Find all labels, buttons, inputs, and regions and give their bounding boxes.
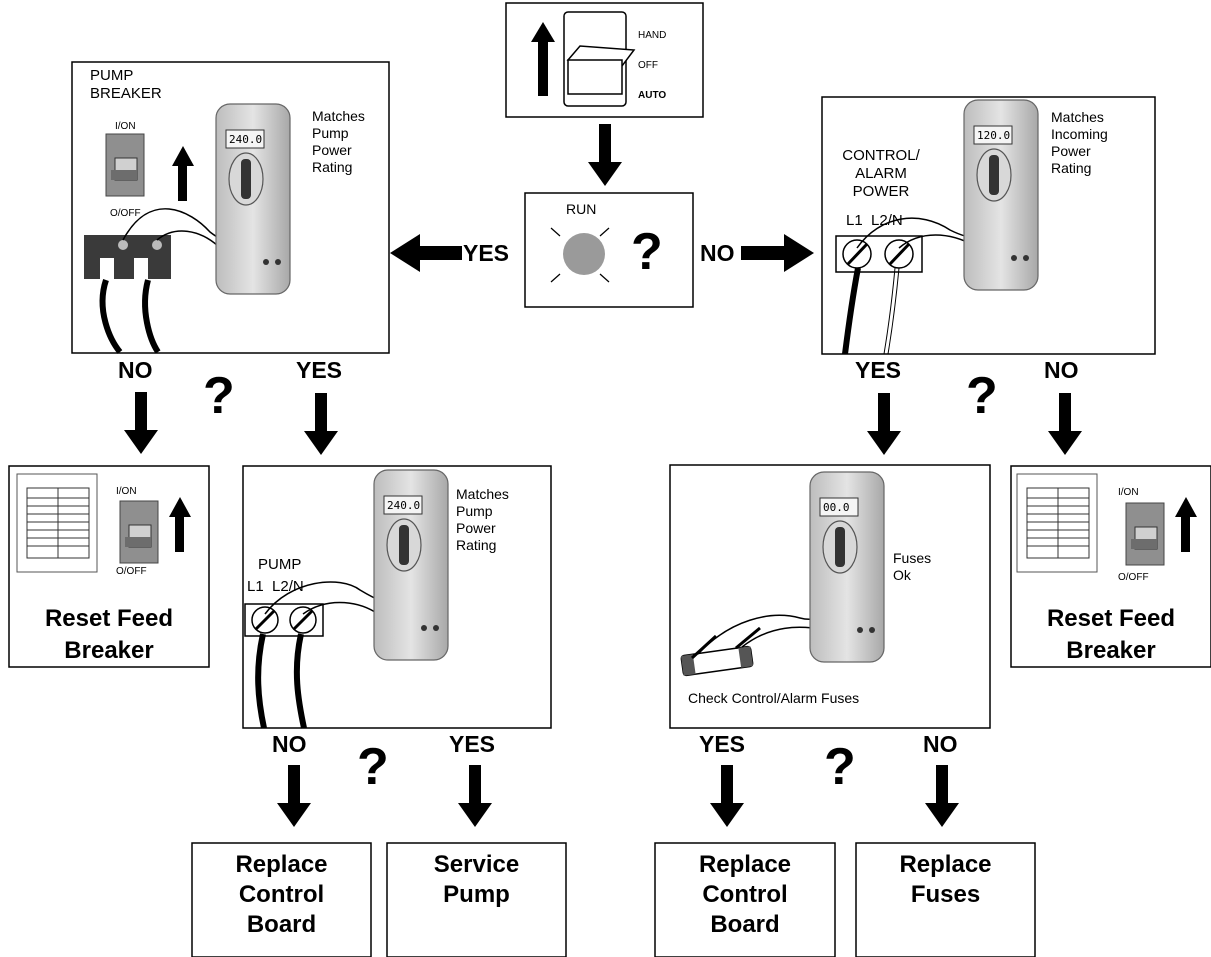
outcome-replace-board-right-box [654, 842, 836, 957]
control-terminal-block [835, 235, 923, 273]
switch-hand-label: HAND [638, 30, 667, 41]
reset-left-off-label: O/OFF [116, 566, 147, 577]
pump-terminal-note: Matches Pump Power Rating [456, 486, 509, 553]
arrow-fuse-no [925, 765, 959, 827]
label-fuse-no: NO [923, 731, 958, 757]
arrow-pump-yes [458, 765, 492, 827]
breaker-question-mark: ? [203, 367, 235, 425]
reset-left-caption: Reset Feed Breaker [44, 605, 174, 664]
outcome-service-pump-box [386, 842, 567, 957]
switch-off-label: OFF [638, 60, 658, 71]
label-pump-no: NO [272, 731, 307, 757]
reset-left-on-label: I/ON [116, 486, 137, 497]
control-power-meter-reading: 120.0 [977, 129, 1011, 142]
hoa-switch-illustration [531, 11, 636, 107]
pump-question-mark: ? [357, 738, 389, 796]
pump-breaker-title: PUMP BREAKER [90, 67, 162, 102]
outcome-replace-board-right: Replace Control Board [698, 851, 792, 938]
run-question-mark: ? [631, 223, 663, 281]
pump-terminal-labels: L1 L2/N [247, 578, 304, 595]
outcome-service-pump: Service Pump [433, 851, 520, 908]
reset-right-caption: Reset Feed Breaker [1046, 605, 1176, 664]
label-fuse-yes: YES [699, 731, 746, 757]
label-yes-left: YES [463, 240, 510, 266]
control-power-note: Matches Incoming Power Rating [1051, 109, 1108, 176]
arrow-breaker-no [124, 392, 158, 454]
label-pump-yes: YES [449, 731, 496, 757]
outcome-replace-board-left-box [191, 842, 372, 957]
reset-right-off-label: O/OFF [1118, 572, 1149, 583]
arrow-control-no [1048, 393, 1082, 455]
pump-breaker-meter-reading: 240.0 [229, 133, 263, 146]
fuse-question-mark: ? [824, 738, 856, 796]
arrow-yes-left [390, 234, 462, 272]
pump-terminal-title: PUMP [258, 556, 302, 573]
arrow-switch-to-run [588, 124, 622, 186]
run-label: RUN [566, 201, 597, 217]
fuse-note: Fuses Ok [893, 550, 932, 583]
pump-breaker-on-label: I/ON [115, 121, 136, 132]
breaker-terminal-block [84, 235, 171, 280]
pump-terminal-meter-reading: 240.0 [387, 499, 421, 512]
arrow-no-right [741, 234, 814, 272]
control-power-terminals: L1 L2/N [846, 212, 903, 229]
pump-breaker-note: Matches Pump Power Rating [312, 108, 365, 175]
outcome-replace-fuses-box [855, 842, 1036, 957]
switch-auto-label: AUTO [638, 90, 667, 101]
label-breaker-yes: YES [296, 357, 343, 383]
fuse-meter-reading: 00.0 [823, 501, 850, 514]
label-no-right: NO [700, 240, 735, 266]
run-light [563, 233, 605, 275]
arrow-fuse-yes [710, 765, 744, 827]
arrow-breaker-yes [304, 393, 338, 455]
run-light-rays [550, 227, 610, 283]
control-question-mark: ? [966, 367, 998, 425]
arrow-pump-no [277, 765, 311, 827]
label-control-yes: YES [855, 357, 902, 383]
reset-right-on-label: I/ON [1118, 487, 1139, 498]
run-box [524, 192, 694, 308]
outcome-replace-fuses: Replace Fuses [899, 851, 992, 908]
control-power-title: CONTROL/ ALARM POWER [842, 147, 920, 200]
outcome-replace-board-left: Replace Control Board [235, 851, 328, 938]
fuse-caption: Check Control/Alarm Fuses [688, 690, 860, 706]
label-control-no: NO [1044, 357, 1079, 383]
pump-breaker-off-label: O/OFF [110, 208, 141, 219]
arrow-control-yes [867, 393, 901, 455]
label-breaker-no: NO [118, 357, 153, 383]
